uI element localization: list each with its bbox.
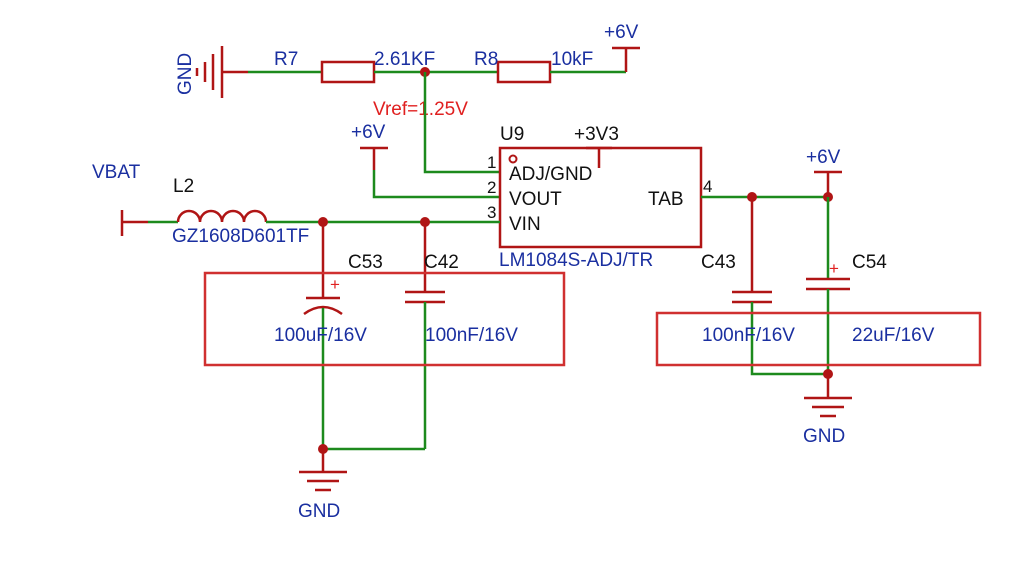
vref-label: Vref=1.25V (373, 99, 468, 120)
vbat-terminal (120, 210, 148, 236)
power-3v3 (586, 146, 612, 168)
c42-ref: C42 (424, 252, 459, 273)
r7-ref: R7 (274, 49, 298, 70)
power-6v-top (612, 46, 640, 72)
gnd-symbol-bottom-right (804, 374, 852, 418)
wire-vref-adj (423, 72, 500, 174)
power-6v-mid (360, 146, 388, 170)
c53-ref: C53 (348, 252, 383, 273)
c42-value: 100nF/16V (425, 325, 518, 346)
u9-pin2-num: 2 (487, 178, 496, 197)
c54-ref: C54 (852, 252, 887, 273)
u9-pin4-name: TAB (648, 189, 684, 210)
r7-value: 2.61KF (374, 49, 435, 70)
gnd-symbol-top (195, 46, 248, 98)
u9-pin1-num: 1 (487, 153, 496, 172)
gnd-symbol-bottom-left (299, 449, 347, 492)
u9-pin3-name: VIN (509, 214, 541, 235)
u9-ref: U9 (500, 124, 524, 145)
inductor-l2 (176, 209, 268, 223)
l2-ref: L2 (173, 176, 194, 197)
input-caps-highlight-box (203, 271, 566, 367)
u9-pin1-marker (508, 154, 518, 164)
u9-pin2-name: VOUT (509, 189, 562, 210)
c43-ref: C43 (701, 252, 736, 273)
r8-ref: R8 (474, 49, 498, 70)
c53-value: 100uF/16V (274, 325, 367, 346)
c53-plus: + (330, 275, 340, 294)
wire-6v-vout (372, 170, 500, 199)
pos3v3-label: +3V3 (574, 124, 619, 145)
u9-pin4-num: 4 (703, 177, 712, 196)
pos6v-right-label: +6V (806, 147, 841, 168)
pos6v-top-label: +6V (604, 22, 639, 43)
resistor-r7 (320, 60, 376, 84)
vbat-label: VBAT (92, 162, 141, 183)
output-caps-highlight-box (655, 311, 982, 367)
u9-pin1-name: ADJ/GND (509, 164, 592, 185)
c54-plus: + (829, 259, 839, 278)
gnd-bottom-left-label: GND (298, 501, 340, 522)
gnd-top-label: GND (175, 53, 196, 95)
c53-plate-curved (303, 305, 343, 316)
u9-pin3-num: 3 (487, 203, 496, 222)
resistor-r8 (496, 60, 552, 84)
l2-value: GZ1608D601TF (172, 226, 309, 247)
gnd-bottom-right-label: GND (803, 426, 845, 447)
pos6v-mid-label: +6V (351, 122, 386, 143)
c43-lead-bottom (750, 302, 828, 376)
u9-part: LM1084S-ADJ/TR (499, 250, 653, 271)
c54-value: 22uF/16V (852, 325, 935, 346)
c43-value: 100nF/16V (702, 325, 795, 346)
power-6v-right (814, 170, 842, 197)
r8-value: 10kF (551, 49, 593, 70)
